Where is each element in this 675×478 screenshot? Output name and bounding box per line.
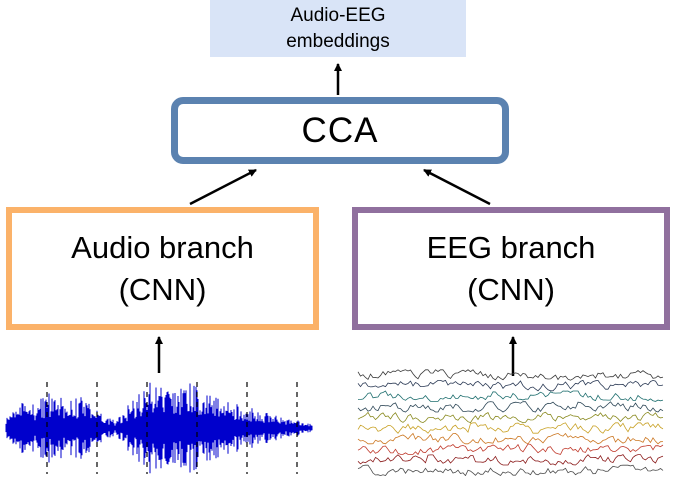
eeg-trace [357, 432, 664, 445]
eeg-trace [357, 454, 664, 466]
eeg-branch-label-line2: (CNN) [467, 271, 555, 307]
audio-branch-label-line1: Audio branch [71, 229, 254, 265]
eeg-trace [357, 411, 664, 424]
eeg-trace [357, 379, 664, 392]
eeg-trace [357, 369, 664, 381]
embeddings-box: Audio-EEG embeddings [210, 0, 466, 57]
eeg-trace [357, 443, 664, 456]
arrow-eeg-to-cca [423, 168, 491, 206]
eeg-trace [357, 422, 664, 434]
audio-branch-box: Audio branch (CNN) [6, 207, 319, 330]
audio-waveform-path [5, 382, 313, 474]
cca-label: CCA [301, 110, 379, 150]
cca-box: CCA [171, 97, 509, 164]
audio-waveform [5, 382, 313, 474]
eeg-branch-label-line1: EEG branch [426, 229, 596, 265]
eeg-trace [357, 464, 664, 476]
eeg-trace [357, 390, 664, 402]
eeg-branch-box: EEG branch (CNN) [352, 207, 670, 330]
audio-branch-label-line2: (CNN) [118, 271, 207, 307]
eeg-trace [357, 401, 664, 413]
arrow-audio-to-cca [189, 168, 257, 206]
eeg-traces [357, 369, 664, 476]
embeddings-label-line1: Audio-EEG [290, 4, 386, 26]
embeddings-label-line2: embeddings [286, 30, 390, 52]
